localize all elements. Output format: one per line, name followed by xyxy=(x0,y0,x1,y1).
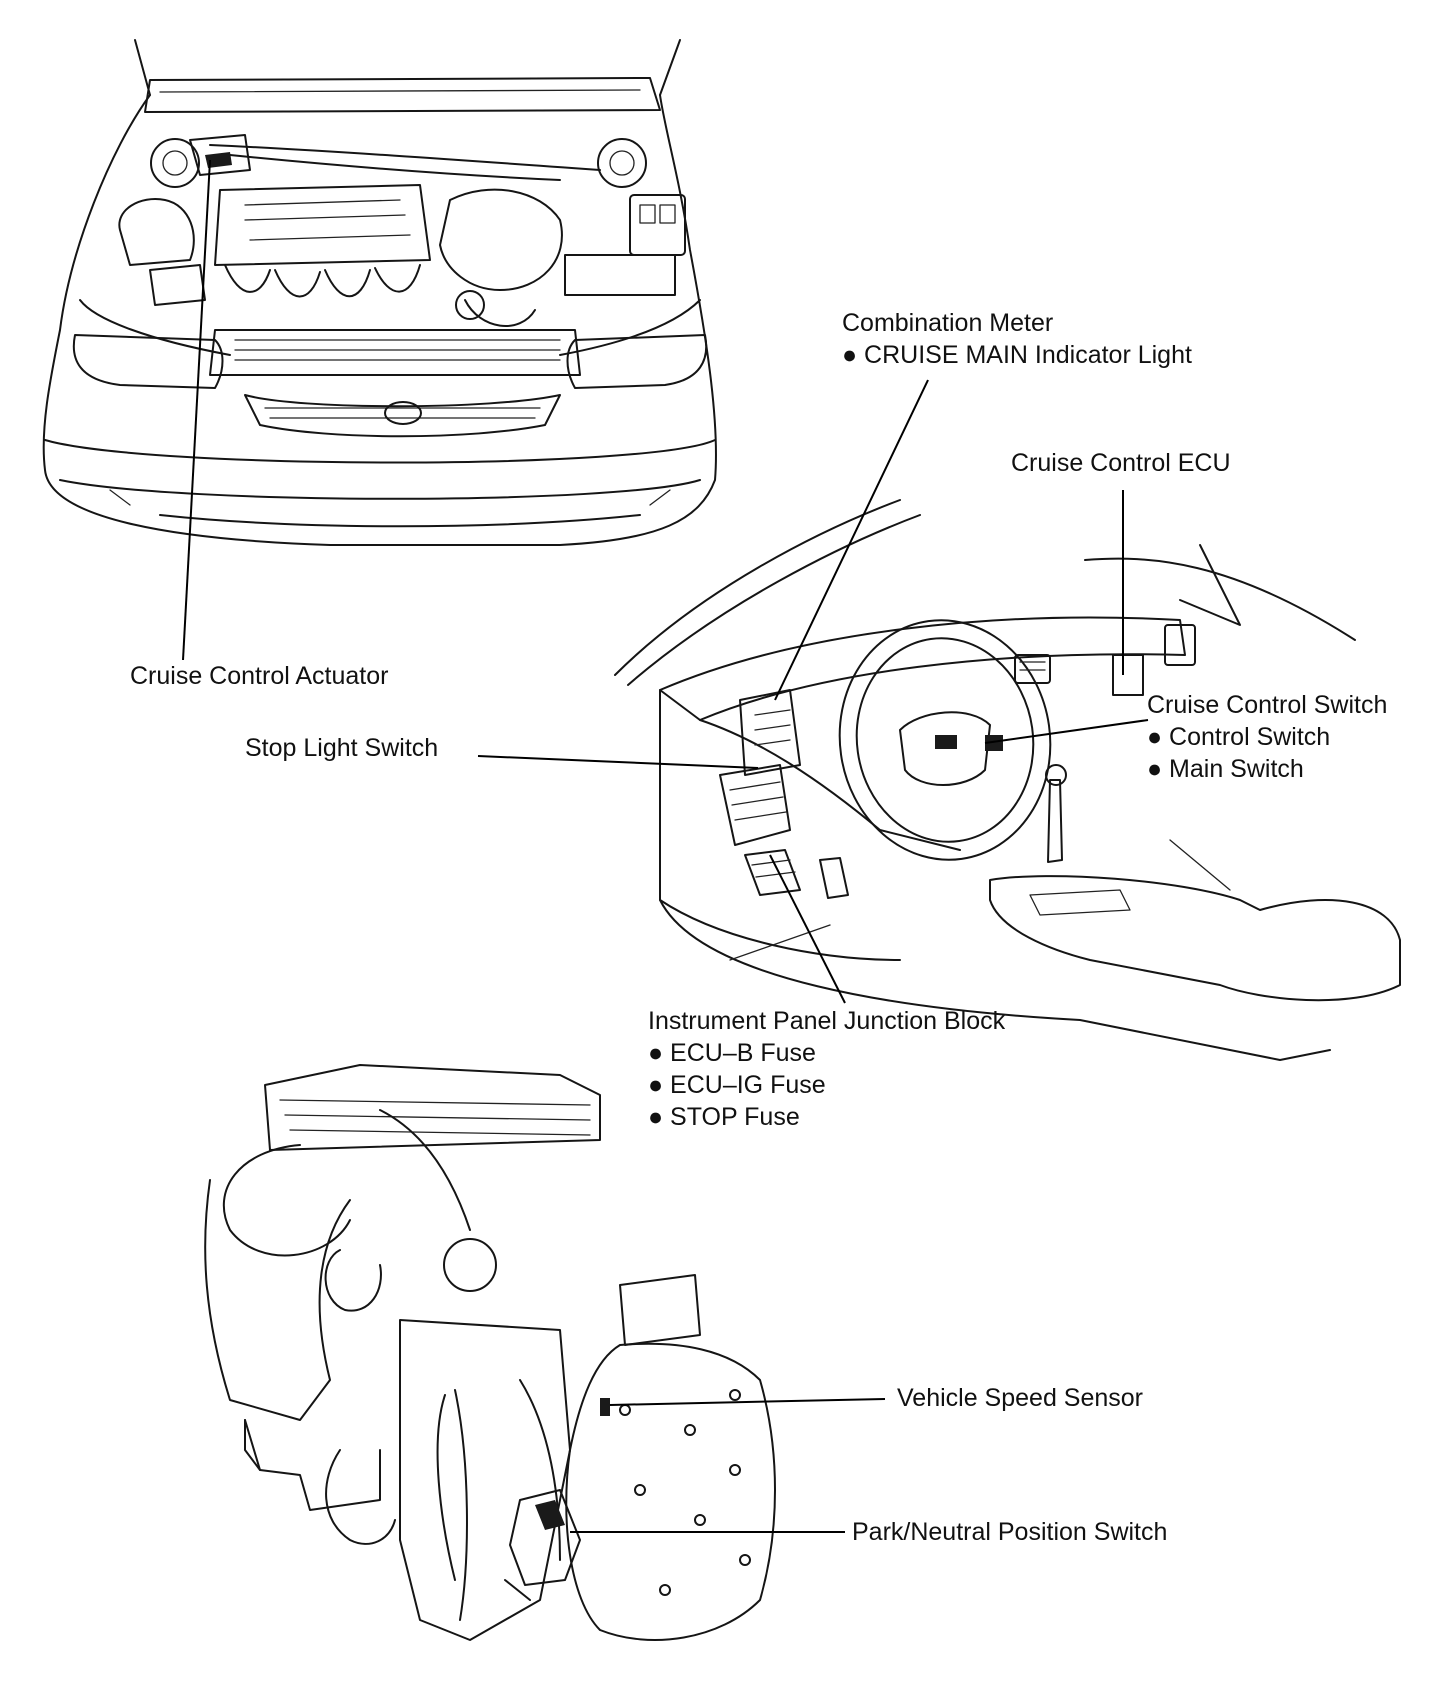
leader-speed-sensor xyxy=(609,1398,886,1406)
label-cruise-control-ecu: Cruise Control ECU xyxy=(1011,449,1231,477)
leader-cc-switch xyxy=(984,719,1149,744)
leader-meter xyxy=(774,379,929,701)
label-combination-meter: Combination Meter ● CRUISE MAIN Indicato… xyxy=(842,307,1192,371)
label-ecu-b-fuse: ● ECU–B Fuse xyxy=(648,1039,816,1067)
label-cruise-main-indicator: ● CRUISE MAIN Indicator Light xyxy=(842,341,1192,369)
label-ecu-ig-fuse: ● ECU–IG Fuse xyxy=(648,1071,826,1099)
label-instrument-panel-junction-block: Instrument Panel Junction Block ● ECU–B … xyxy=(648,1005,1005,1133)
label-vehicle-speed-sensor: Vehicle Speed Sensor xyxy=(897,1384,1144,1412)
engine-transaxle-illustration xyxy=(204,1064,776,1641)
label-cruise-control-switch-title: Cruise Control Switch xyxy=(1147,691,1388,719)
label-junction-block-title: Instrument Panel Junction Block xyxy=(648,1007,1006,1035)
dashboard-illustration xyxy=(614,499,1401,1061)
label-main-switch: ● Main Switch xyxy=(1147,755,1304,783)
label-stop-fuse: ● STOP Fuse xyxy=(648,1103,800,1131)
label-park-neutral-position-switch: Park/Neutral Position Switch xyxy=(852,1518,1168,1546)
label-cruise-control-switch: Cruise Control Switch ● Control Switch ●… xyxy=(1147,689,1387,785)
leader-actuator xyxy=(182,159,211,661)
label-stop-light-switch: Stop Light Switch xyxy=(245,734,439,762)
engine-bay-illustration xyxy=(42,39,717,546)
leader-stop-switch xyxy=(477,755,759,769)
leader-junction xyxy=(769,854,846,1004)
label-cruise-control-actuator: Cruise Control Actuator xyxy=(130,662,389,690)
label-combination-meter-title: Combination Meter xyxy=(842,309,1054,337)
leader-lines xyxy=(182,159,1149,1533)
label-control-switch: ● Control Switch xyxy=(1147,723,1331,751)
